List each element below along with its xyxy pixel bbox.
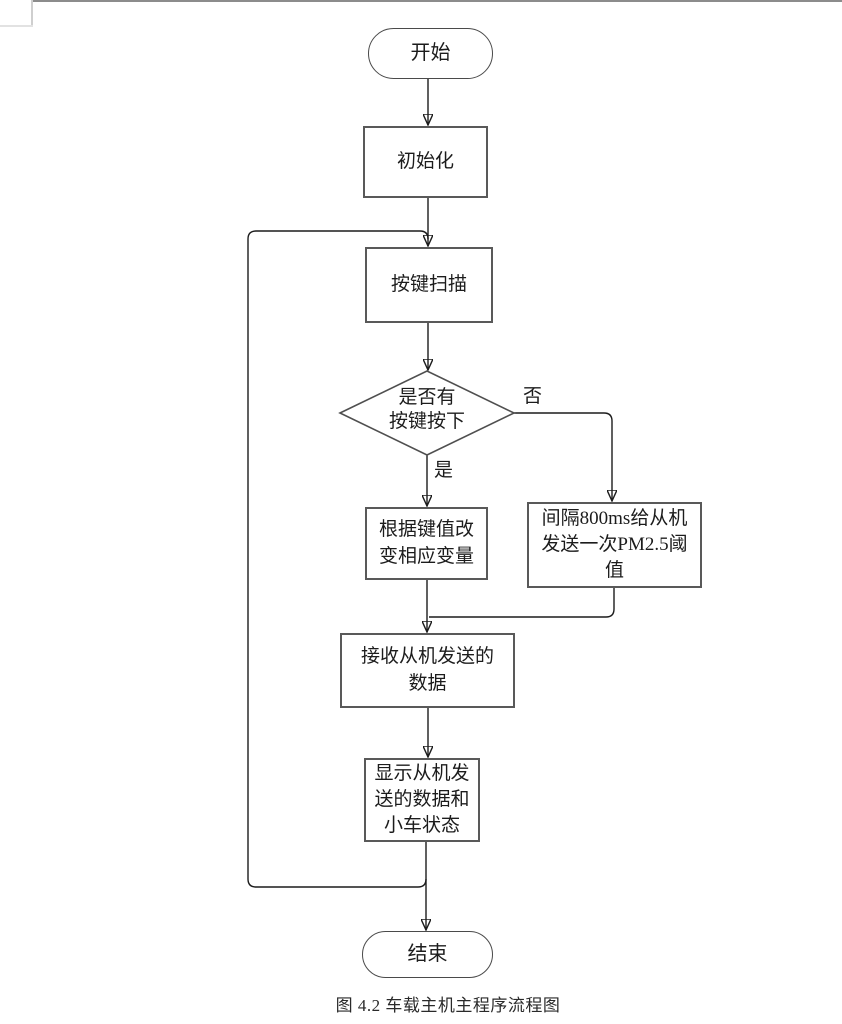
display-data-process-box: 显示从机发 送的数据和 小车状态 <box>364 758 480 842</box>
send-threshold-process-box: 间隔800ms给从机 发送一次PM2.5阈 值 <box>527 502 702 588</box>
edge-label-yes: 是 <box>434 460 454 481</box>
receive-data-process-box: 接收从机发送的 数据 <box>340 633 515 708</box>
edge-label-no: 否 <box>523 386 543 407</box>
decision-label: 是否有 按键按下 <box>388 387 465 432</box>
page-edge-line <box>32 0 842 2</box>
figure-caption: 图 4.2 车载主机主程序流程图 <box>335 996 561 1015</box>
key-scan-process-box: 按键扫描 <box>365 247 493 323</box>
page-corner-horizontal <box>0 25 33 27</box>
update-vars-process-box: 根据键值改 变相应变量 <box>365 507 488 580</box>
page-corner-vertical <box>31 0 33 26</box>
init-process-box: 初始化 <box>363 126 488 198</box>
edge-decision-no <box>514 412 612 501</box>
edge-threshold-merge <box>429 588 615 618</box>
start-terminator: 开始 <box>368 28 493 79</box>
decision-diamond-shape <box>338 370 516 456</box>
end-terminator: 结束 <box>362 931 493 978</box>
edge-loop-back <box>247 230 429 888</box>
